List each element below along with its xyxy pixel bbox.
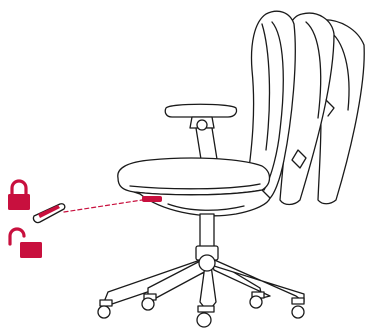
lever-callout xyxy=(33,204,64,223)
seat-cushion xyxy=(118,158,270,195)
caster-wheel xyxy=(292,298,304,318)
caster-wheel xyxy=(142,294,156,310)
gas-cylinder xyxy=(196,214,218,260)
caster-wheel xyxy=(98,300,112,318)
five-star-base xyxy=(104,255,304,312)
lock-closed-icon xyxy=(8,181,30,210)
tilt-lock-lever xyxy=(142,196,162,202)
caster-wheel xyxy=(250,292,264,308)
caster-wheel xyxy=(197,306,214,327)
lock-open-icon xyxy=(10,229,42,258)
leader-line xyxy=(64,200,142,212)
